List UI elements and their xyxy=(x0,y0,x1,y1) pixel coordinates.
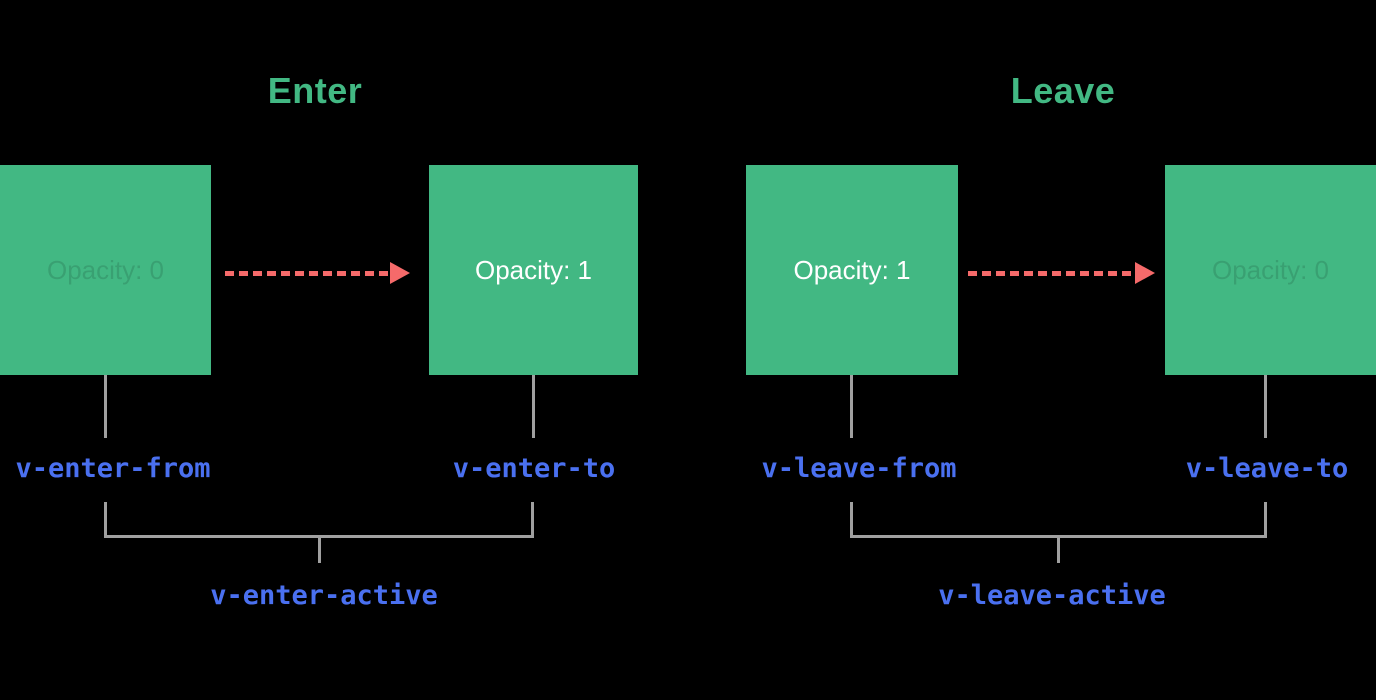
leave-section-title: Leave xyxy=(1010,70,1116,111)
enter-from-opacity-label: Opacity: 0 xyxy=(46,254,165,285)
bracket-tick xyxy=(1057,538,1060,563)
dashed-line xyxy=(225,270,390,276)
v-leave-from-label: v-leave-from xyxy=(761,453,957,484)
v-enter-from-label: v-enter-from xyxy=(15,453,211,484)
leave-to-state-box: Opacity: 0 xyxy=(1165,165,1376,375)
arrow-right-icon xyxy=(390,262,410,284)
connector-line xyxy=(104,375,107,438)
enter-transition-arrow xyxy=(225,262,410,284)
bracket-tick xyxy=(318,538,321,563)
enter-from-state-box: Opacity: 0 xyxy=(0,165,211,375)
enter-active-bracket xyxy=(104,502,534,538)
leave-from-state-box: Opacity: 1 xyxy=(746,165,958,375)
dashed-line xyxy=(968,270,1135,276)
v-enter-active-label: v-enter-active xyxy=(210,580,438,611)
connector-line xyxy=(532,375,535,438)
leave-from-opacity-label: Opacity: 1 xyxy=(793,254,911,285)
leave-active-bracket xyxy=(850,502,1267,538)
leave-to-opacity-label: Opacity: 0 xyxy=(1211,254,1330,285)
leave-transition-arrow xyxy=(968,262,1155,284)
connector-line xyxy=(850,375,853,438)
arrow-right-icon xyxy=(1135,262,1155,284)
v-leave-active-label: v-leave-active xyxy=(938,580,1166,611)
enter-to-state-box: Opacity: 1 xyxy=(429,165,638,375)
v-leave-to-label: v-leave-to xyxy=(1185,453,1349,484)
enter-to-opacity-label: Opacity: 1 xyxy=(474,254,593,285)
connector-line xyxy=(1264,375,1267,438)
enter-section-title: Enter xyxy=(267,70,363,111)
v-enter-to-label: v-enter-to xyxy=(452,453,616,484)
